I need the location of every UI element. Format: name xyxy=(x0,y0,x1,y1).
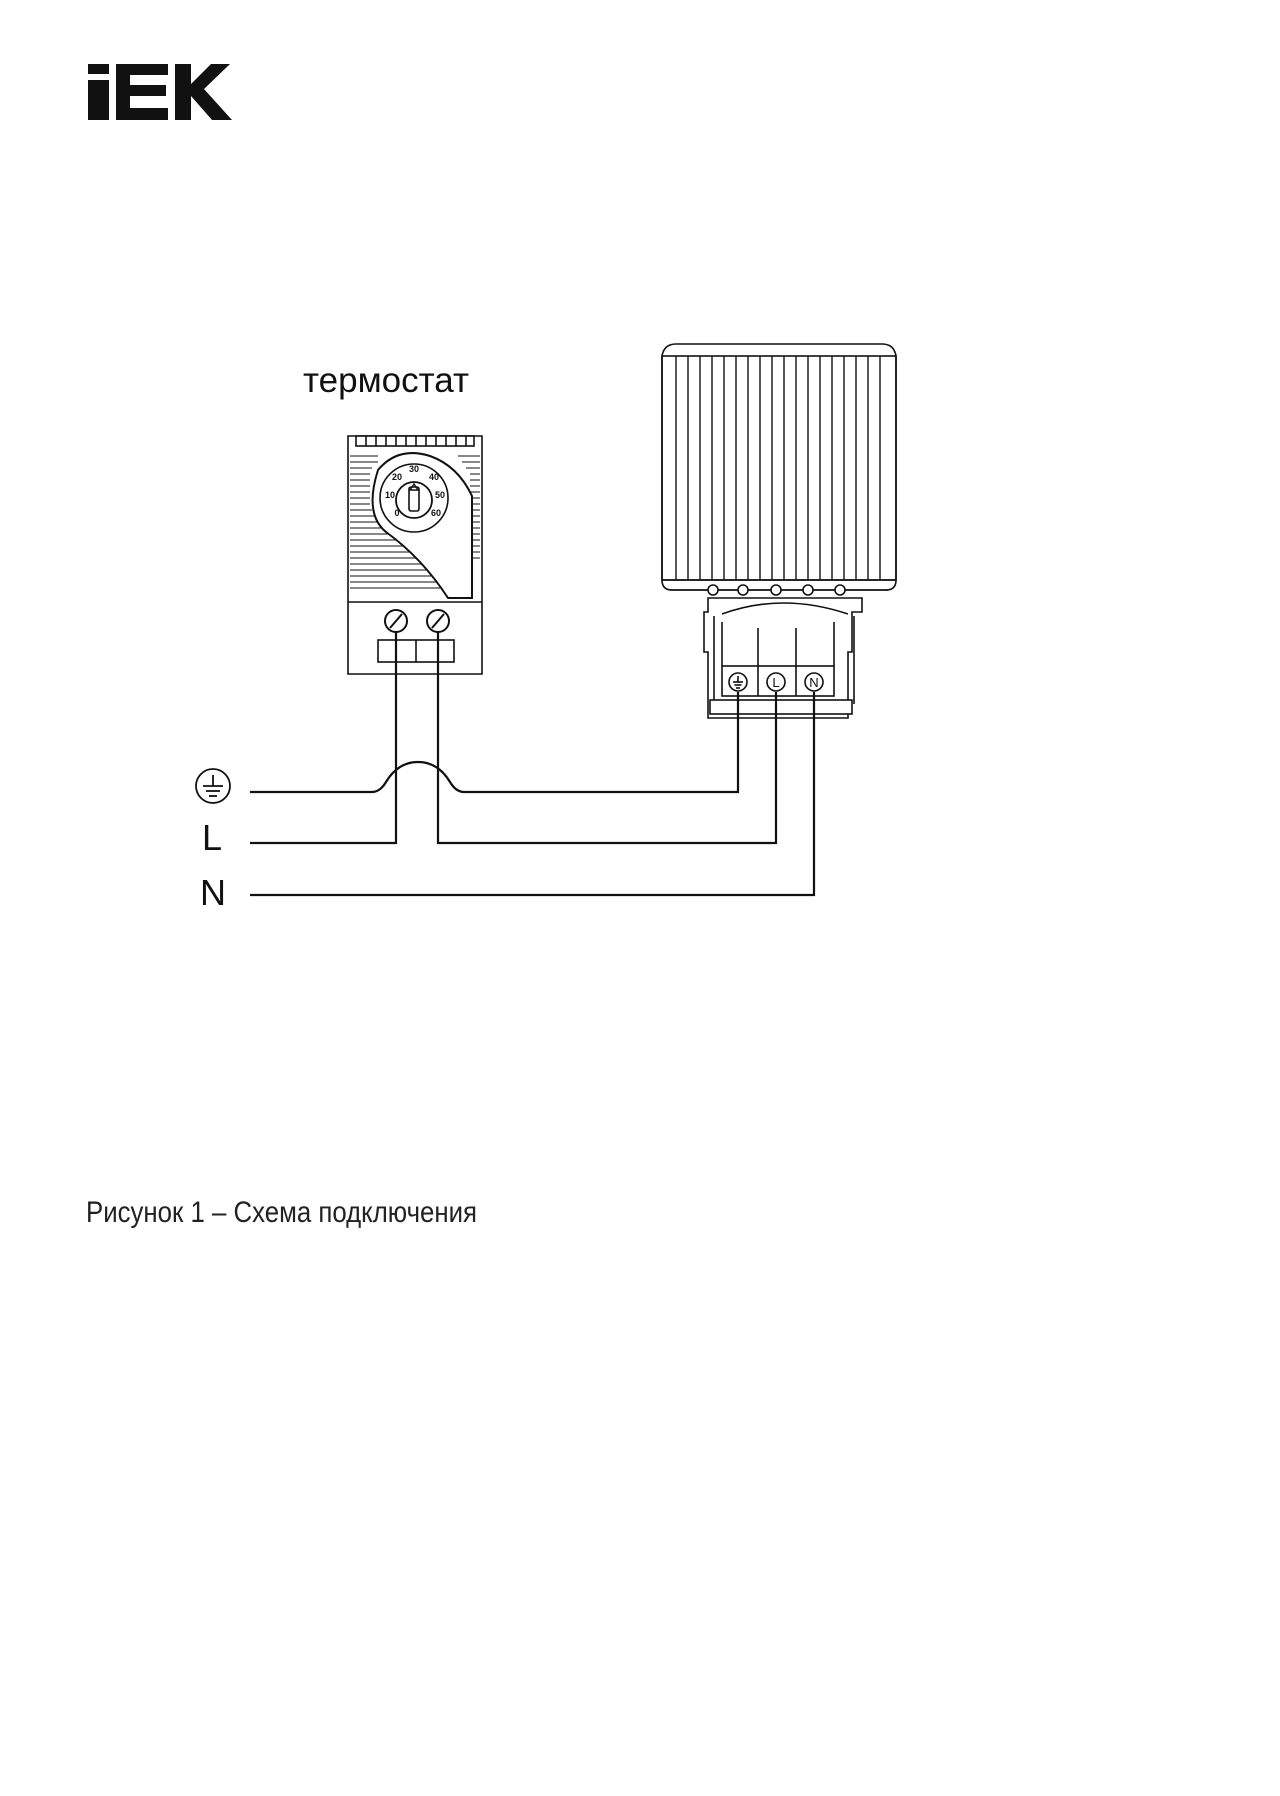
heater-terminal-n-label: N xyxy=(809,675,818,690)
neutral-wire xyxy=(250,692,816,897)
heater-terminal-n: N xyxy=(804,672,824,692)
thermostat xyxy=(347,435,483,675)
phase-wire-thermostat-to-heater xyxy=(436,632,778,845)
thermostat-terminal-1 xyxy=(384,609,408,633)
dial-mark-20: 20 xyxy=(392,472,402,482)
dial-mark-50: 50 xyxy=(435,490,445,500)
dial-mark-30: 30 xyxy=(409,464,419,474)
earth-ground-icon xyxy=(203,775,223,797)
wires xyxy=(250,632,816,897)
heater-terminal-earth xyxy=(728,672,748,692)
dial-mark-60: 60 xyxy=(431,508,441,518)
heater-terminal-l-label: L xyxy=(772,675,779,690)
dial-mark-40: 40 xyxy=(429,472,439,482)
earth-ground-icon xyxy=(733,676,743,689)
phase-wire-to-thermostat xyxy=(250,632,398,845)
heater-terminal-l: L xyxy=(766,672,786,692)
thermostat-ribs xyxy=(350,455,480,589)
earth-wire xyxy=(250,692,740,794)
thermostat-vents xyxy=(355,435,475,447)
neutral-line-label: N xyxy=(200,872,226,913)
thermostat-terminal-2 xyxy=(426,609,450,633)
thermostat-label: термостат xyxy=(303,361,469,400)
dial-mark-10: 10 xyxy=(385,490,395,500)
heater xyxy=(661,343,897,719)
iek-logo xyxy=(88,64,232,120)
dial-pointer-icon xyxy=(408,482,420,491)
heater-fins xyxy=(675,356,881,580)
dial-mark-0: 0 xyxy=(394,508,399,518)
earth-line-symbol xyxy=(195,768,231,804)
phase-line-label: L xyxy=(202,817,222,858)
heater-holes xyxy=(707,584,846,596)
figure-caption: Рисунок 1 – Схема подключения xyxy=(86,1196,478,1229)
